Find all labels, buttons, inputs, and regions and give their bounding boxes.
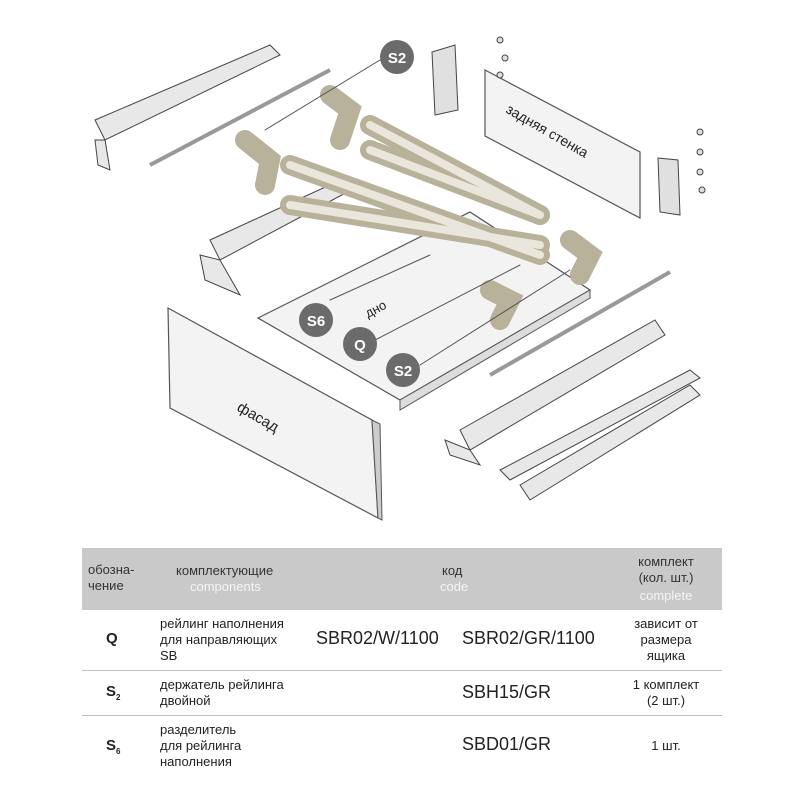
row-code-w: SBR02/W/1100 — [316, 628, 439, 648]
right-side-bracket — [444, 439, 482, 466]
svg-text:S6: S6 — [307, 313, 325, 330]
left-side-bracket — [199, 254, 242, 297]
svg-text:Q: Q — [354, 337, 366, 354]
header-components-ru: комплектующие — [176, 563, 274, 578]
left-runner — [94, 44, 281, 141]
row-code-gr: SBR02/GR/1100 — [462, 628, 595, 648]
header-mark: обозна- чение — [88, 562, 135, 593]
row-mark-subscript: 2 — [116, 693, 121, 702]
header-complete-ru: комплект (кол. шт.) — [638, 554, 694, 585]
row-code-gr: SBD01/GR — [462, 734, 552, 754]
bottom-panel-edge — [399, 289, 591, 411]
exploded-drawer-diagram: задняя стенка дно фасад — [94, 36, 706, 521]
left-runner-end — [94, 139, 111, 171]
back-bracket-left — [431, 44, 459, 116]
screw-icon — [696, 148, 704, 156]
right-runner — [519, 384, 701, 501]
components-table: обозна- чение комплектующие components к… — [82, 548, 722, 776]
right-drawer-side — [444, 270, 701, 501]
callout-leader-lines — [264, 59, 571, 366]
left-drawer-side — [94, 44, 356, 297]
left-rail-rod — [149, 68, 331, 167]
callout-q: Q — [343, 327, 377, 361]
row-code-gr: SBH15/GR — [462, 682, 552, 702]
railing-tubes — [286, 121, 544, 259]
header-components-en: components — [190, 579, 261, 594]
row-mark: S6 — [106, 738, 120, 760]
screw-icon — [496, 36, 504, 44]
screw-icon — [696, 128, 704, 136]
table-row: Q рейлинг наполнения для направляющих SB… — [82, 610, 722, 671]
right-side-profile — [459, 319, 666, 451]
svg-text:S2: S2 — [388, 50, 406, 67]
callout-s6: S6 — [299, 303, 333, 337]
table-row: S6 разделитель для рейлинга наполнения S… — [82, 716, 722, 776]
row-mark: S2 — [106, 684, 120, 706]
row-qty: 1 шт. — [651, 738, 681, 753]
row-name: рейлинг наполнения для направляющих SB — [160, 616, 284, 663]
svg-text:S2: S2 — [394, 363, 412, 380]
header-code-en: code — [440, 579, 469, 594]
header-complete-en: complete — [639, 588, 693, 603]
screw-icon — [696, 168, 704, 176]
row-mark-letter: S — [106, 737, 117, 754]
hardware-brackets — [431, 36, 706, 216]
table-header: обозна- чение комплектующие components к… — [82, 548, 722, 610]
row-mark: Q — [106, 630, 118, 647]
callout-s2-top: S2 — [380, 40, 414, 74]
row-mark-letter: S — [106, 683, 117, 700]
row-qty: зависит от размера ящика — [634, 616, 698, 663]
back-wall-panel — [484, 69, 641, 219]
railing-set — [235, 59, 603, 366]
screw-icon — [501, 54, 509, 62]
table-row: S2 держатель рейлинга двойной SBH15/GR 1… — [82, 671, 722, 716]
back-bracket-right — [657, 157, 681, 216]
row-qty: 1 комплект (2 шт.) — [632, 677, 700, 708]
screw-icon — [698, 186, 706, 194]
right-rail-rod — [489, 270, 671, 377]
row-name: держатель рейлинга двойной — [160, 677, 284, 708]
row-mark-subscript: 6 — [116, 747, 121, 756]
row-name: разделитель для рейлинга наполнения — [160, 722, 242, 769]
right-runner-top — [499, 369, 701, 481]
callout-s2-bottom: S2 — [386, 353, 420, 387]
header-code-ru: код — [442, 563, 463, 578]
screw-icon — [496, 71, 504, 79]
front-panel-edge — [371, 419, 383, 521]
